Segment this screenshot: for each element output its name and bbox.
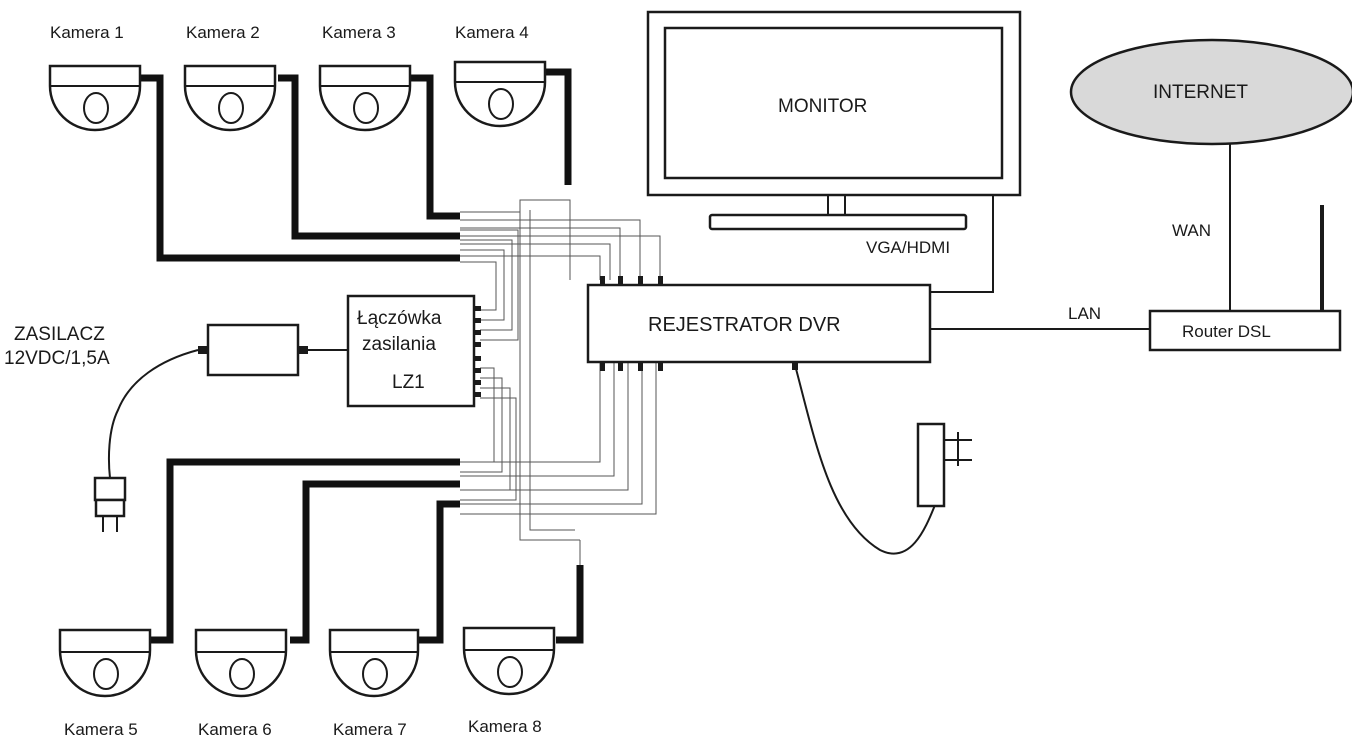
power-strip-label-2: zasilania [362,334,436,355]
camera-4-label: Kamera 4 [455,23,529,42]
dvr-power-adapter [916,422,972,508]
power-strip-label-3: LZ1 [392,372,425,393]
power-strip-lz1: Łączówka zasilania LZ1 [346,294,481,408]
camera-3: Kamera 3 [318,23,412,132]
power-strip-label-1: Łączówka [357,308,442,329]
video-link-label: VGA/HDMI [866,238,950,257]
dvr-recorder: REJESTRATOR DVR [586,276,932,371]
wan-label: WAN [1172,221,1211,240]
camera-7-label: Kamera 7 [333,720,407,739]
mains-plug [93,476,127,532]
camera-1-label: Kamera 1 [50,23,124,42]
power-supply-label-1: ZASILACZ [14,324,105,345]
power-supply-unit [198,323,348,377]
signal-wires [460,199,661,565]
camera-5-label: Kamera 5 [64,720,138,739]
camera-5: Kamera 5 [58,628,152,739]
internet-cloud: INTERNET [1069,38,1352,146]
camera-3-label: Kamera 3 [322,23,396,42]
monitor-label: MONITOR [778,96,867,117]
dvr-power-cable [794,364,936,555]
router-label: Router DSL [1182,322,1271,341]
camera-8-label: Kamera 8 [468,717,542,736]
camera-2: Kamera 2 [183,23,277,132]
power-strip-pins [474,306,481,397]
camera-6: Kamera 6 [194,628,288,739]
camera-8: Kamera 8 [462,626,556,736]
camera-4: Kamera 4 [453,23,547,128]
mains-cable [107,349,199,479]
camera-cables [140,68,584,644]
router-dsl: Router DSL [1148,205,1342,352]
lan-label: LAN [1068,304,1101,323]
dvr-input-pins [600,276,663,371]
camera-2-label: Kamera 2 [186,23,260,42]
camera-7: Kamera 7 [328,628,420,739]
monitor: MONITOR [646,10,1022,231]
camera-6-label: Kamera 6 [198,720,272,739]
power-supply-label-2: 12VDC/1,5A [4,348,110,369]
dvr-label: REJESTRATOR DVR [648,314,841,336]
internet-label: INTERNET [1153,82,1248,103]
video-cable [930,195,994,293]
camera-1: Kamera 1 [48,23,142,132]
